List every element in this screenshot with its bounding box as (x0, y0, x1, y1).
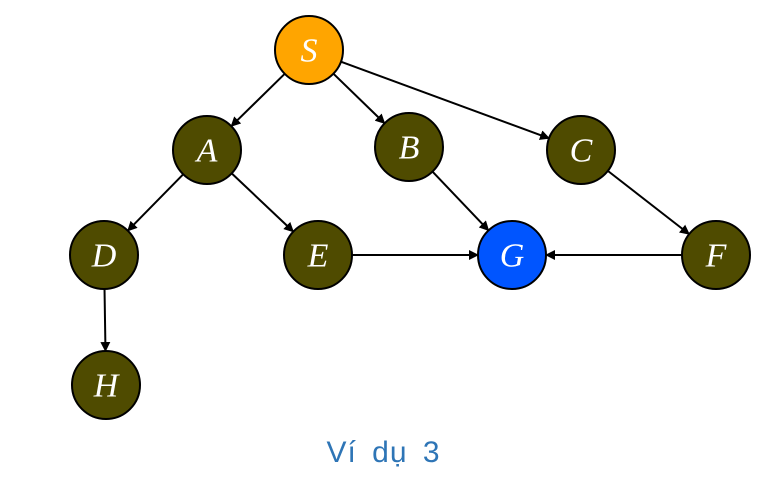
node-f: F (681, 220, 751, 290)
node-label-e: E (307, 238, 329, 275)
node-circle-f (681, 220, 751, 290)
edge-s-a (230, 73, 286, 127)
diagram-caption: Ví dụ 3 (326, 436, 441, 469)
node-g: G (477, 220, 547, 290)
node-circle-a (172, 115, 242, 185)
node-c: C (546, 115, 616, 185)
edges-layer (100, 60, 690, 353)
node-a: A (172, 115, 242, 185)
node-e: E (283, 220, 353, 290)
node-circle-s (274, 15, 344, 85)
edge-b-g (431, 170, 490, 232)
edge-c-f (607, 170, 690, 235)
node-h: H (71, 350, 141, 420)
edge-a-e (231, 172, 295, 233)
node-label-g: G (500, 238, 525, 275)
node-label-b: B (399, 130, 420, 167)
node-circle-c (546, 115, 616, 185)
node-label-d: D (91, 238, 117, 275)
node-circle-d (69, 220, 139, 290)
node-circle-g (477, 220, 547, 290)
node-label-c: C (570, 133, 593, 170)
edge-s-b (332, 72, 386, 125)
node-label-a: A (195, 133, 218, 170)
node-d: D (69, 220, 139, 290)
node-label-s: S (301, 33, 318, 70)
node-circle-h (71, 350, 141, 420)
node-circle-b (374, 112, 444, 182)
node-label-h: H (93, 368, 121, 405)
nodes-layer: S A B C D E G F H (69, 15, 751, 420)
node-s: S (274, 15, 344, 85)
node-b: B (374, 112, 444, 182)
node-label-f: F (705, 238, 728, 275)
edge-d-h (100, 288, 111, 353)
edge-s-c (340, 60, 551, 140)
edge-a-d (127, 173, 184, 232)
node-circle-e (283, 220, 353, 290)
